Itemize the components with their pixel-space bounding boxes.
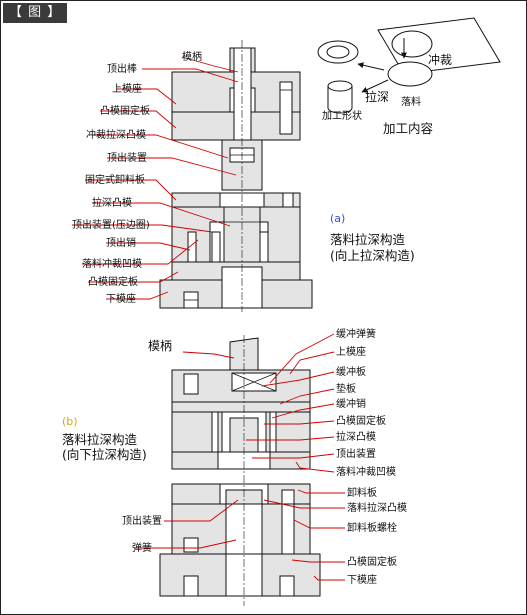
label-a-1: 顶出棒 <box>107 62 137 75</box>
label-b-right-8: 落料冲裁凹模 <box>336 465 396 478</box>
label-a-10: 落料冲裁凹模 <box>82 257 142 270</box>
section-a-title: 落料拉深构造 <box>330 232 406 247</box>
process-blank: 落料 <box>401 95 421 108</box>
label-a-5: 顶出装置 <box>107 151 147 164</box>
process-punching: 冲裁 <box>428 52 452 67</box>
label-b-right-10: 落料拉深凸模 <box>347 501 407 514</box>
die-assembly-b <box>159 335 321 606</box>
label-a-3: 凸模固定板 <box>100 104 150 117</box>
leaders-b <box>134 333 345 581</box>
label-b-right-11: 卸料板螺栓 <box>347 521 397 534</box>
label-b-right-5: 凸模固定板 <box>336 414 386 427</box>
section-a-tag: (a) <box>330 212 345 225</box>
label-a-7: 拉深凸模 <box>92 196 132 209</box>
leaders-a <box>72 56 239 300</box>
label-a-6: 固定式卸料板 <box>85 173 145 186</box>
label-a-8: 顶出装置(压边圈) <box>72 218 150 231</box>
process-formed-shape: 加工形状 <box>322 109 362 122</box>
label-b-right-4: 缓冲销 <box>336 397 366 410</box>
process-sketch <box>317 17 501 114</box>
label-b-left-0: 模柄 <box>148 339 172 353</box>
bolt-a <box>279 81 293 135</box>
label-a-4: 冲裁拉深凸模 <box>86 128 146 141</box>
figure-badge: 【 图 】 <box>3 3 68 23</box>
label-b-right-7: 顶出装置 <box>336 447 376 460</box>
label-b-left-1: 顶出装置 <box>122 514 162 527</box>
die-assembly-a <box>159 40 313 312</box>
label-b-right-1: 上模座 <box>336 345 366 358</box>
label-b-right-9: 卸料板 <box>347 486 377 499</box>
label-b-right-13: 下模座 <box>347 573 377 586</box>
label-a-12: 下模座 <box>106 292 136 305</box>
label-a-0: 模柄 <box>182 50 202 63</box>
section-b-title: 落料拉深构造 <box>62 432 138 447</box>
label-a-2: 上模座 <box>112 82 142 95</box>
label-b-right-2: 缓冲板 <box>336 365 366 378</box>
blank-disc <box>387 61 433 87</box>
section-b-subtitle: (向下拉深构造) <box>62 447 147 462</box>
label-b-right-3: 垫板 <box>336 382 356 395</box>
ejector-rod-a <box>233 47 252 151</box>
section-a-subtitle: (向上拉深构造) <box>330 248 415 263</box>
process-drawing: 拉深 <box>365 89 389 104</box>
label-a-11: 凸模固定板 <box>88 275 138 288</box>
label-b-right-0: 缓冲弹簧 <box>336 327 376 340</box>
process-title: 加工内容 <box>383 121 433 136</box>
label-b-right-6: 拉深凸模 <box>336 430 376 443</box>
label-b-left-2: 弹簧 <box>132 541 152 554</box>
backing-plate-b <box>171 401 311 413</box>
section-b-tag: (b) <box>62 415 78 428</box>
label-b-right-12: 凸模固定板 <box>347 555 397 568</box>
formed-cup <box>327 86 353 114</box>
label-a-9: 顶出销 <box>106 236 136 249</box>
punch-hole <box>391 30 433 58</box>
